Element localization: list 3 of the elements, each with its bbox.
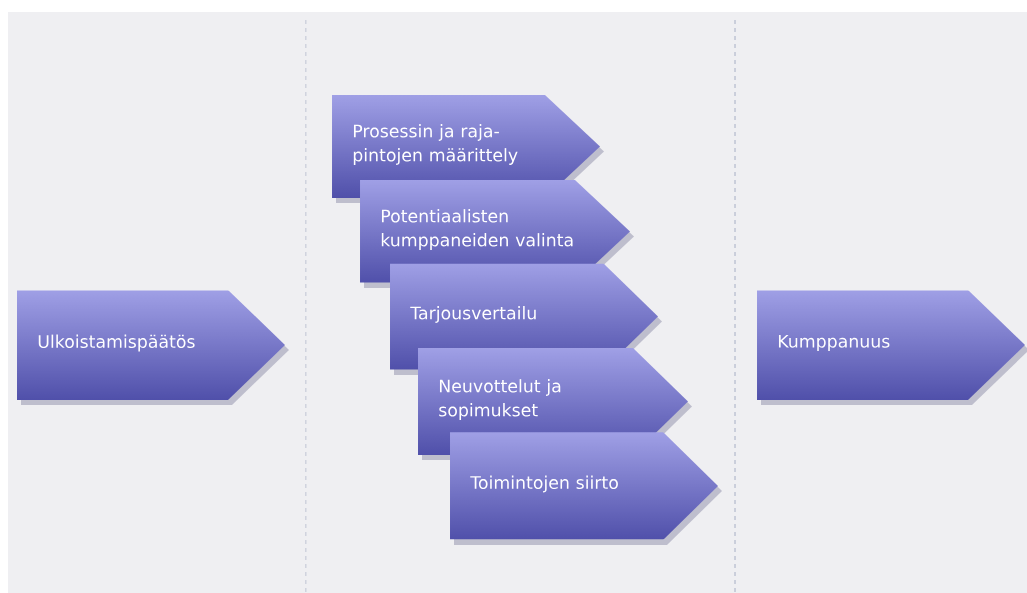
process-step-box: Kumppanuus: [757, 290, 1027, 405]
process-step-box: Ulkoistamispäätös: [17, 290, 289, 405]
process-step-box: Toimintojen siirto: [450, 432, 722, 545]
